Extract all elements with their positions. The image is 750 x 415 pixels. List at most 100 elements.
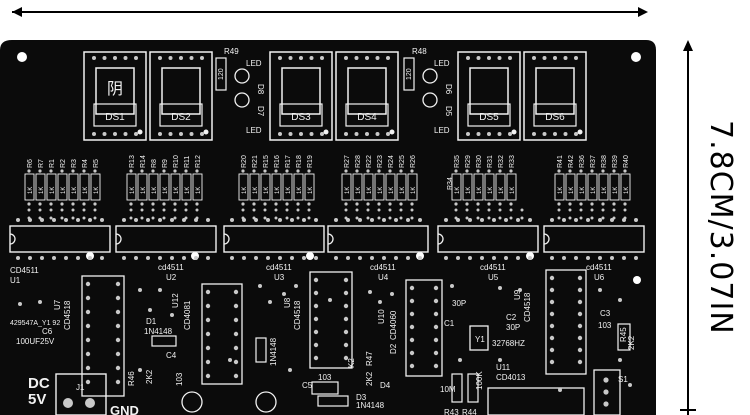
chip-ref: U1: [10, 276, 21, 285]
pad: [433, 298, 439, 304]
resistor-value: 1K: [61, 187, 67, 194]
resistor-ref: R29: [465, 155, 472, 168]
pad: [623, 208, 627, 212]
pad: [115, 295, 121, 301]
pad: [100, 256, 104, 260]
display-ref: DS5: [479, 112, 499, 123]
pad: [508, 56, 512, 60]
pad: [487, 56, 491, 60]
pad: [266, 218, 270, 222]
pad: [603, 401, 609, 407]
pad: [151, 169, 155, 173]
pad: [497, 56, 502, 60]
pad: [158, 56, 162, 60]
pad: [16, 218, 20, 222]
pad: [129, 216, 133, 220]
pad: [299, 56, 303, 60]
resistor-ref: R1: [49, 159, 56, 168]
pad: [40, 256, 44, 260]
pad: [38, 169, 42, 173]
pad: [577, 323, 583, 329]
pad: [444, 218, 448, 222]
pad: [410, 216, 414, 220]
resistor-ref: R13: [129, 155, 136, 168]
pad: [610, 256, 614, 260]
resistor-outline: [192, 173, 203, 201]
pad: [528, 218, 532, 222]
pad: [450, 284, 454, 288]
pad: [410, 169, 414, 173]
pad: [205, 373, 211, 379]
pad: [205, 289, 211, 295]
resistor-outline: [304, 173, 315, 201]
pad: [563, 132, 568, 136]
pad: [388, 208, 392, 212]
y1-ref: Y1: [475, 335, 485, 344]
pad: [195, 202, 199, 206]
pad: [113, 132, 117, 136]
resistor-ref: R6: [27, 159, 34, 168]
display-label-box: [533, 103, 577, 127]
chip-outline: [9, 225, 111, 253]
chip-name: CD4511: [10, 266, 39, 275]
pad: [254, 256, 258, 260]
led-ref: D8: [256, 84, 265, 95]
u12-ref: U12: [171, 293, 180, 308]
resistor-outline: [170, 173, 181, 201]
pad: [314, 256, 318, 260]
pad: [64, 256, 68, 260]
pad: [205, 359, 211, 365]
pad: [200, 132, 204, 136]
pad: [623, 169, 627, 173]
d2-ref: D2: [389, 343, 398, 354]
pad: [433, 324, 439, 330]
resistor-value: 1K: [242, 187, 248, 194]
pad: [590, 216, 594, 220]
pad: [334, 218, 338, 222]
pad: [195, 208, 199, 212]
d3-value: 1N4148: [356, 401, 385, 410]
chip-name: cd4511: [266, 263, 292, 272]
pad: [409, 311, 415, 317]
pad: [365, 56, 369, 60]
resistor-ref: R14: [140, 155, 147, 168]
resistor-value: 1K: [510, 187, 516, 194]
pad: [377, 216, 381, 220]
pad: [388, 216, 392, 220]
pad: [516, 256, 520, 260]
pad: [170, 218, 174, 222]
r43-outline: [451, 373, 463, 403]
pad: [562, 218, 566, 222]
resistor-ref: R42: [568, 155, 575, 168]
c4-value: 103: [175, 372, 184, 386]
pad: [406, 256, 410, 260]
pad: [375, 132, 380, 136]
pad: [410, 208, 414, 212]
chip-outline: [437, 225, 539, 253]
pad: [456, 218, 460, 222]
d2-outline: [255, 337, 267, 363]
pad: [577, 311, 583, 317]
pad: [577, 287, 583, 293]
resistor-outline: [238, 173, 249, 201]
pad: [377, 202, 381, 206]
pad: [184, 169, 188, 173]
resistor-outline: [484, 173, 495, 201]
pad: [542, 132, 547, 136]
pad: [151, 202, 155, 206]
pad: [465, 208, 469, 212]
pad: [409, 324, 415, 330]
display-outline: [335, 51, 399, 141]
resistor-ref: R22: [366, 155, 373, 168]
pad: [366, 216, 370, 220]
resistor-outline: [609, 173, 620, 201]
led-ref: D5: [444, 106, 453, 117]
mount-hole: [17, 52, 27, 62]
display-outline: [523, 51, 587, 141]
display-label-box: [159, 103, 203, 127]
pad: [390, 292, 394, 296]
pad: [158, 218, 162, 222]
pad: [299, 132, 303, 136]
board-id: 429547A_Y1 92: [10, 320, 60, 327]
pad: [509, 208, 513, 212]
